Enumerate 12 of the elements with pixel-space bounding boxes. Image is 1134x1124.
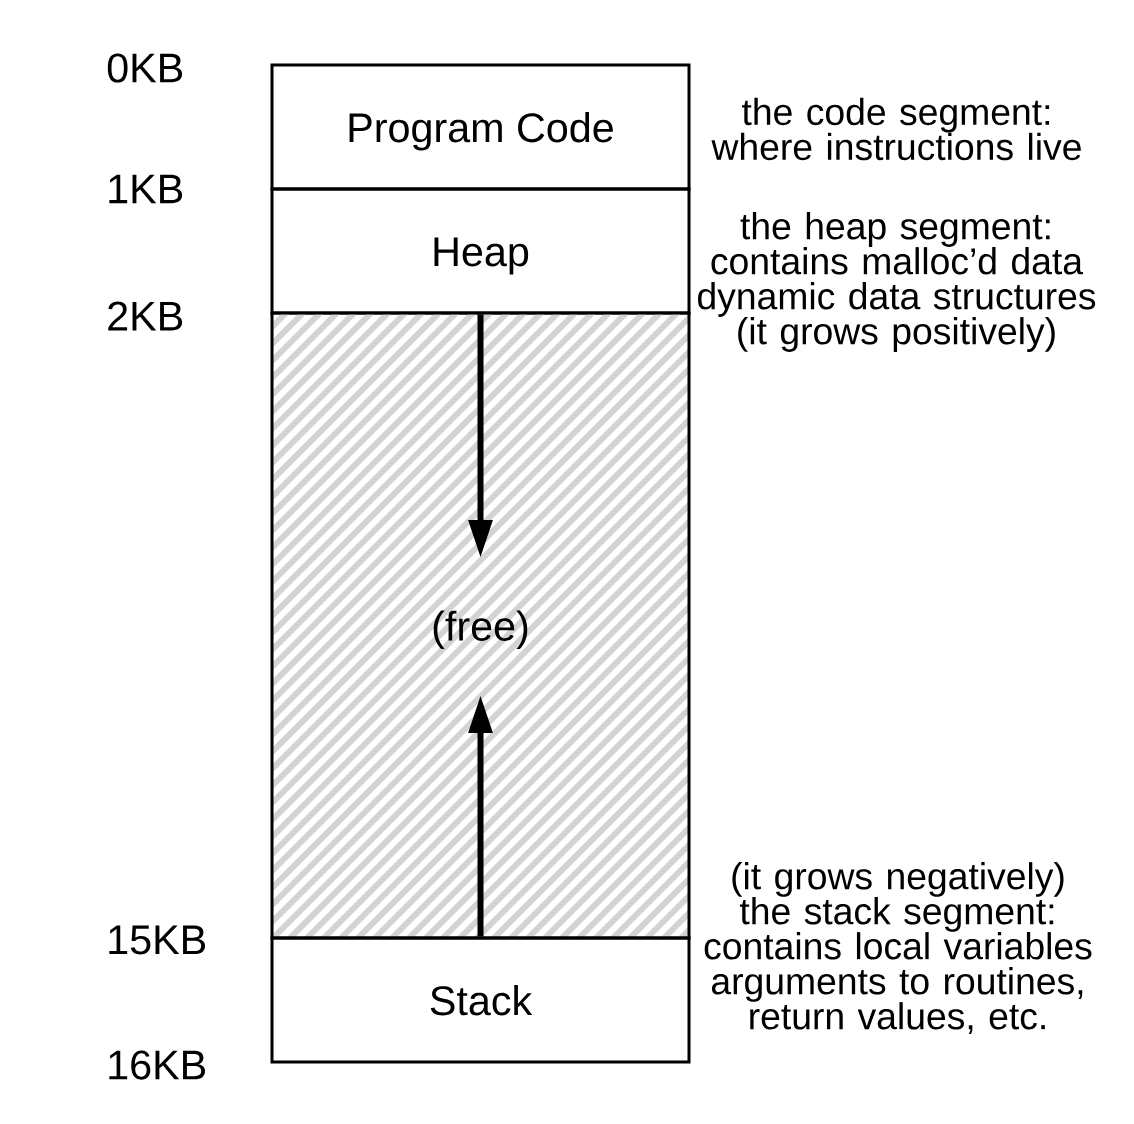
address-label: 1KB [109,174,183,204]
segment-box: Program Code [270,63,691,191]
description-text: the heap segment: contains malloc’d data dynamic data structures (it grows positively) [698,212,1096,352]
segment-box: Heap [270,187,691,315]
description-text: the code segment: where instructions live [711,97,1081,161]
address-label: 2KB [108,301,183,331]
description-text: (it grows negatively) the stack segment: contains local variables arguments to routines, return values, etc. [704,862,1092,1034]
address-label: 16KB [109,1050,206,1080]
address-label: 0KB [107,53,183,83]
hatched-region: (free) [270,311,691,940]
address-label: 15KB [109,925,206,955]
segment-box: Stack [270,936,691,1064]
